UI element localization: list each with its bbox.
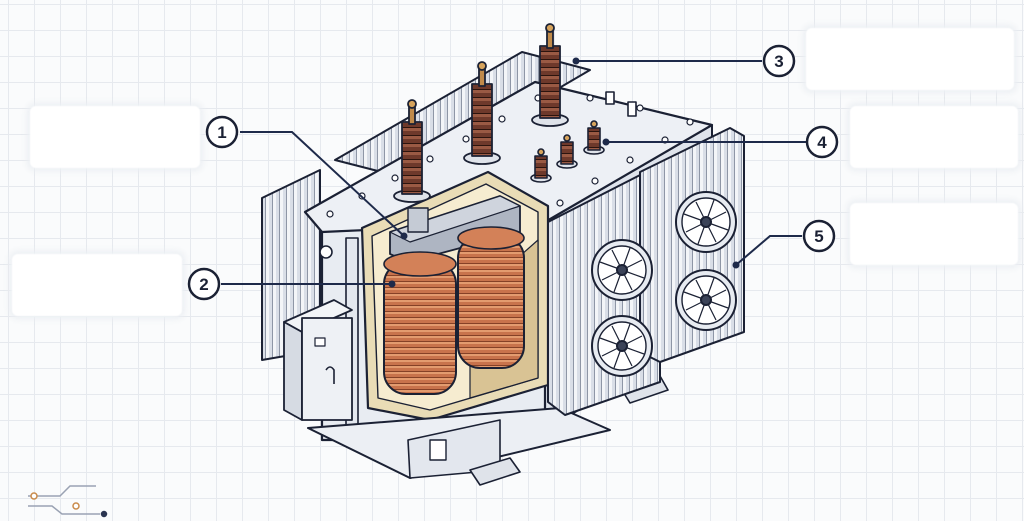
- hv-bushings: [393, 23, 569, 203]
- label-box-3: [806, 28, 1014, 90]
- lv-bushings: [530, 91, 637, 183]
- svg-text:4: 4: [817, 133, 827, 152]
- callout-badge-5: 5: [802, 219, 836, 253]
- label-box-4: [850, 106, 1018, 168]
- label-box-1: [30, 106, 200, 168]
- callout-badge-4: 4: [805, 125, 839, 159]
- callout-dots: [388, 57, 740, 288]
- svg-text:3: 3: [774, 52, 783, 71]
- leader-line-1: [240, 131, 405, 237]
- circuit-trace-decoration: [28, 485, 108, 518]
- cooling-fans: [591, 191, 737, 377]
- winding-right: [457, 235, 525, 369]
- svg-text:1: 1: [217, 123, 226, 142]
- label-box-5: [850, 203, 1018, 265]
- leader-line-5: [735, 235, 802, 266]
- transformer-body: [261, 23, 745, 486]
- label-box-2: [12, 254, 182, 316]
- callout-badge-1: 1: [205, 115, 239, 149]
- callout-badge-2: 2: [187, 267, 221, 301]
- callout-lines: [221, 60, 806, 285]
- callout-badge-3: 3: [762, 44, 796, 78]
- control-cabinet: [283, 299, 353, 421]
- svg-text:2: 2: [199, 275, 208, 294]
- svg-text:5: 5: [814, 227, 823, 246]
- winding-left: [383, 261, 457, 395]
